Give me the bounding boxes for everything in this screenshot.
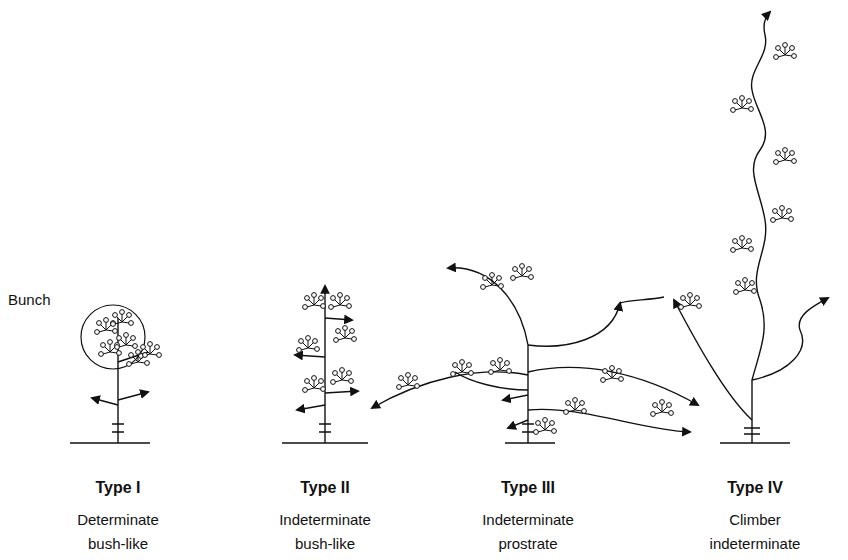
type-one-pods xyxy=(95,310,162,367)
growth-habit: Indeterminate prostrate xyxy=(467,508,589,556)
growth-habit: Determinate bush-like xyxy=(62,508,174,556)
part-label: Bunch xyxy=(8,288,78,312)
type-four-pods xyxy=(679,43,797,310)
type-heading: Type III xyxy=(473,476,583,500)
type-heading: Type II xyxy=(270,476,380,500)
type-two-plant xyxy=(282,286,368,443)
growth-habit: Climber indeterminate xyxy=(694,508,816,556)
type-two-pods xyxy=(297,293,357,393)
type-three-pods xyxy=(397,264,674,435)
type-four-plant xyxy=(674,12,828,443)
type-three-plant xyxy=(372,268,698,443)
type-heading: Type IV xyxy=(700,476,810,500)
type-heading: Type I xyxy=(63,476,173,500)
growth-habit: Indeterminate bush-like xyxy=(264,508,386,556)
type-one-plant xyxy=(70,305,150,443)
